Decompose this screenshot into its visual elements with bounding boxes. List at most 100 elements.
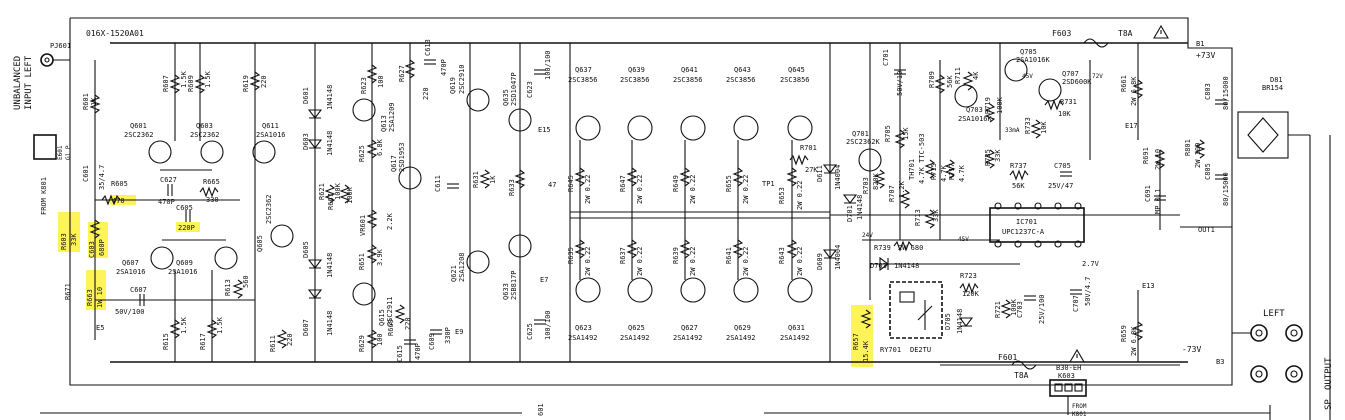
label-q617-val: 2SD1953 xyxy=(398,142,406,172)
label-d705-val: 1N4148 xyxy=(956,309,964,334)
transistor-q611 xyxy=(252,140,276,164)
label-q637-ref: Q637 xyxy=(575,66,592,74)
transistor-q615 xyxy=(352,282,376,306)
label-r649-val: 2W 0.22 xyxy=(689,174,697,204)
transistor-q703 xyxy=(954,84,978,108)
label-33ma: 33mA xyxy=(1005,127,1020,134)
label-r731-val: 10K xyxy=(1058,110,1071,118)
res-r669 xyxy=(394,304,406,324)
label-c605-ref: C605 xyxy=(176,204,193,212)
label-r703-val: 820K xyxy=(872,172,880,190)
rect-ref: D81 xyxy=(1270,76,1283,84)
label-c605-val: 220P xyxy=(178,224,195,232)
label-24v: 24V xyxy=(862,232,873,239)
label-th701-ref: TH701 xyxy=(908,159,916,180)
terminal-left-2[interactable] xyxy=(1285,324,1303,342)
relay-ry701[interactable] xyxy=(889,281,943,339)
transistor-q705 xyxy=(1004,58,1028,82)
fuse-f603-val: T8A xyxy=(1118,29,1133,38)
label-r603-val: 33K xyxy=(70,233,78,246)
res-r621 xyxy=(324,184,336,204)
label-q625-ref: Q625 xyxy=(628,324,645,332)
label-c615-val: 470P xyxy=(414,343,422,360)
label-r731-ref: R731 xyxy=(1060,98,1077,106)
label-r661-ref: R661 xyxy=(1120,75,1128,92)
label-45v-a: 45V xyxy=(1022,73,1033,80)
label-r631-val: 1K xyxy=(489,175,497,184)
diode-d609 xyxy=(822,249,838,259)
res-r609 xyxy=(194,74,206,94)
label-vr601-val: 2.2K xyxy=(386,212,394,230)
label-c691-ref: C691 xyxy=(1144,185,1152,202)
label-r723-ref: R723 xyxy=(960,272,977,280)
input-jack[interactable] xyxy=(40,53,54,67)
res-r705 xyxy=(894,129,906,149)
label-c601-val: 35/4.7 xyxy=(98,165,106,190)
label-r645-val: 2W 0.22 xyxy=(584,174,592,204)
transistor-q607 xyxy=(150,246,174,270)
res-r739 xyxy=(893,240,913,252)
input-label-2: INPUT LEFT xyxy=(24,55,34,110)
label-r713-val: 33K xyxy=(932,209,940,222)
terminal-left-2-center xyxy=(1290,329,1298,337)
transistor-q613 xyxy=(352,98,376,122)
label-r621-val: 100K xyxy=(334,182,342,200)
connector-e601[interactable] xyxy=(33,134,57,160)
input-jack-center xyxy=(44,57,50,63)
res-r733 xyxy=(1030,119,1042,139)
rect-part: BR154 xyxy=(1262,84,1283,92)
label-vr601-ref: VR601 xyxy=(359,215,367,236)
label-e15: E15 xyxy=(538,126,551,134)
fuse-f603[interactable] xyxy=(1083,38,1109,48)
transistor-q609 xyxy=(214,246,238,270)
terminal-sp-1-center xyxy=(1255,370,1263,378)
terminal-sp-2[interactable] xyxy=(1285,365,1303,383)
label-r659-val: 2W 6.8K xyxy=(1130,326,1138,356)
label-c613-val: 470P xyxy=(440,59,448,76)
label-45v-b: 45V xyxy=(958,236,969,243)
label-q635-ref: Q635 xyxy=(502,89,510,106)
label-q605-ref: Q605 xyxy=(256,235,264,252)
fuse-f601[interactable] xyxy=(1011,360,1037,370)
res-r627 xyxy=(404,59,416,79)
from-k801-left: FROM K801 xyxy=(40,177,48,215)
label-r723-val: 120K xyxy=(962,290,980,298)
transistor-q639 xyxy=(627,115,653,141)
label-r647-ref: R647 xyxy=(619,175,627,192)
label-r605-val: 470 xyxy=(112,197,125,205)
label-r641-val: 2W 0.22 xyxy=(742,246,750,276)
k603-ref: K603 xyxy=(1058,372,1075,380)
label-r623-val: 100 xyxy=(377,75,385,88)
res-r611 xyxy=(276,329,288,349)
label-c803-ref: C803 xyxy=(1204,83,1212,100)
terminal-left-1[interactable] xyxy=(1250,324,1268,342)
label-q629-ref: Q629 xyxy=(734,324,751,332)
label-r639-val: 2W 0.22 xyxy=(689,246,697,276)
input-label-1: UNBALANCED xyxy=(13,56,23,110)
label-q613-ref: Q613 xyxy=(380,115,388,132)
transistor-q625 xyxy=(627,277,653,303)
label-c701-ref: C701 xyxy=(882,49,890,66)
terminal-sp-1[interactable] xyxy=(1250,365,1268,383)
label-c707-val: 50V/4.7 xyxy=(1084,276,1092,306)
label-r609-val: 1.5K xyxy=(204,70,212,88)
rail-pos-term: B1 xyxy=(1196,40,1204,48)
label-c603-ref: C603 xyxy=(88,241,96,258)
label-c601-ref: C601 xyxy=(82,165,90,182)
label-e13: E13 xyxy=(1142,282,1155,290)
transistor-q641 xyxy=(680,115,706,141)
label-q611-ref: Q611 xyxy=(262,122,279,130)
transistor-q601 xyxy=(148,140,172,164)
transistor-q707 xyxy=(1038,78,1062,102)
label-r665-ref: R665 xyxy=(203,178,220,186)
label-q705-val: 2SA1016K xyxy=(1016,56,1051,64)
label-r603-ref: R603 xyxy=(60,233,68,250)
highlight-c605 xyxy=(176,222,200,232)
transistor-q619 xyxy=(466,88,490,112)
label-r665-val: 330 xyxy=(206,196,219,204)
label-r645-ref: R645 xyxy=(567,175,575,192)
label-r801-ref: R801 xyxy=(1184,139,1192,156)
label-q623-ref: Q623 xyxy=(575,324,592,332)
label-e9: E9 xyxy=(455,328,463,336)
pot-vr601 xyxy=(366,209,378,229)
